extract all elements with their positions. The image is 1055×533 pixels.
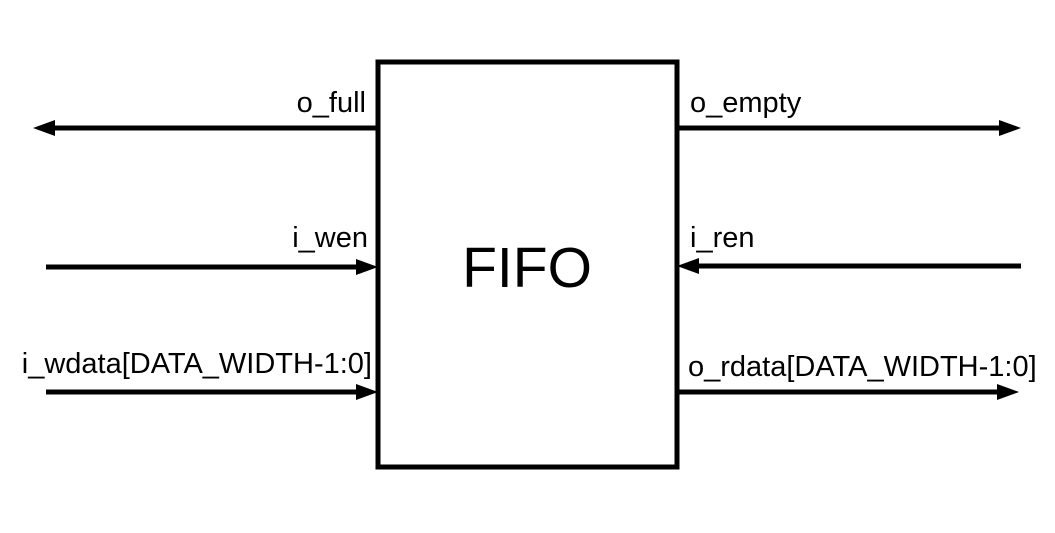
arrow-left-icon: [33, 120, 55, 136]
signal-o-full: o_full: [33, 87, 378, 136]
signal-label-i-wdata: i_wdata[DATA_WIDTH-1:0]: [22, 348, 372, 380]
arrow-left-icon: [677, 258, 699, 274]
signal-label-o-rdata: o_rdata[DATA_WIDTH-1:0]: [688, 351, 1037, 383]
signal-o-empty: o_empty: [677, 87, 1021, 136]
signal-label-i-ren: i_ren: [690, 222, 755, 254]
signal-label-o-full: o_full: [297, 87, 366, 119]
signal-label-o-empty: o_empty: [690, 87, 802, 119]
arrow-right-icon: [997, 384, 1019, 400]
signal-i-ren: i_ren: [677, 222, 1021, 274]
arrow-right-icon: [356, 259, 378, 275]
arrow-right-icon: [999, 120, 1021, 136]
arrow-right-icon: [356, 384, 378, 400]
signal-o-rdata: o_rdata[DATA_WIDTH-1:0]: [677, 351, 1037, 400]
signal-i-wen: i_wen: [46, 222, 378, 275]
block-title: FIFO: [462, 236, 592, 300]
signal-label-i-wen: i_wen: [292, 222, 368, 254]
fifo-block: [375, 59, 680, 470]
signal-i-wdata: i_wdata[DATA_WIDTH-1:0]: [22, 348, 378, 400]
